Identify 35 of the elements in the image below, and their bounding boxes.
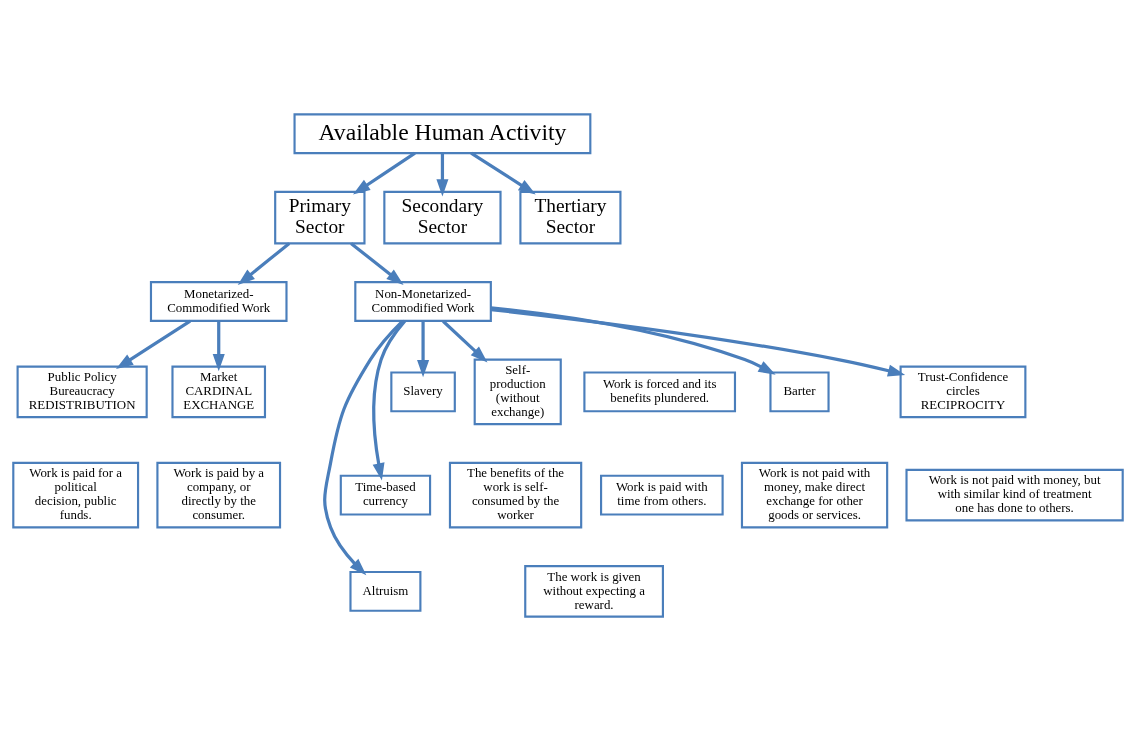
arrow xyxy=(371,319,406,481)
node-box: Work is not paid with money, make direct exchange for other goods or services. xyxy=(740,461,888,529)
arrow xyxy=(352,151,416,195)
arrow xyxy=(435,153,448,197)
node-box: Time-based currency xyxy=(339,474,431,516)
node-box: Public Policy Bureaucracy REDISTRIBUTION xyxy=(16,365,148,419)
arrow xyxy=(322,319,404,576)
arrow xyxy=(441,320,487,363)
node-box: The benefits of the work is self-consumed by the worker xyxy=(448,461,582,529)
node-box: Work is not paid with money, but with similar kind of treatment one has done to others. xyxy=(904,468,1124,522)
arrow xyxy=(212,321,225,372)
node-box: Slavery xyxy=(389,371,456,413)
node-box: Barter xyxy=(768,371,830,413)
node-box: The work is given without expecting a reward. xyxy=(523,565,664,618)
arrow xyxy=(469,151,536,195)
node-box: Secondary Sector xyxy=(382,190,502,245)
node-box: Non-Monetarized-Commodified Work xyxy=(353,281,492,322)
node-box: Work is paid for a political decision, public funds. xyxy=(11,461,139,529)
node-box: Market CARDINAL EXCHANGE xyxy=(170,365,266,419)
node-box: Available Human Activity xyxy=(292,113,591,155)
node-box: Work is paid with time from others. xyxy=(599,474,724,516)
arrow xyxy=(349,242,404,286)
node-box: Work is paid by a company, or directly by the consumer. xyxy=(155,461,281,529)
node-box: Trust-Confidence circles RECIPROCITY xyxy=(899,365,1026,419)
arrow xyxy=(490,306,776,375)
node-box: Thertiary Sector xyxy=(518,190,621,245)
node-box: Monetarized-Commodified Work xyxy=(149,281,288,322)
arrow xyxy=(416,321,429,378)
node-box: Work is forced and its benefits plundered. xyxy=(582,371,736,413)
arrow xyxy=(115,319,191,369)
node-box: Self-production (without exchange) xyxy=(473,358,562,426)
node-box: Altruism xyxy=(348,570,421,612)
arrow xyxy=(237,242,290,286)
arrow xyxy=(490,308,905,377)
node-box: Primary Sector xyxy=(273,190,366,245)
